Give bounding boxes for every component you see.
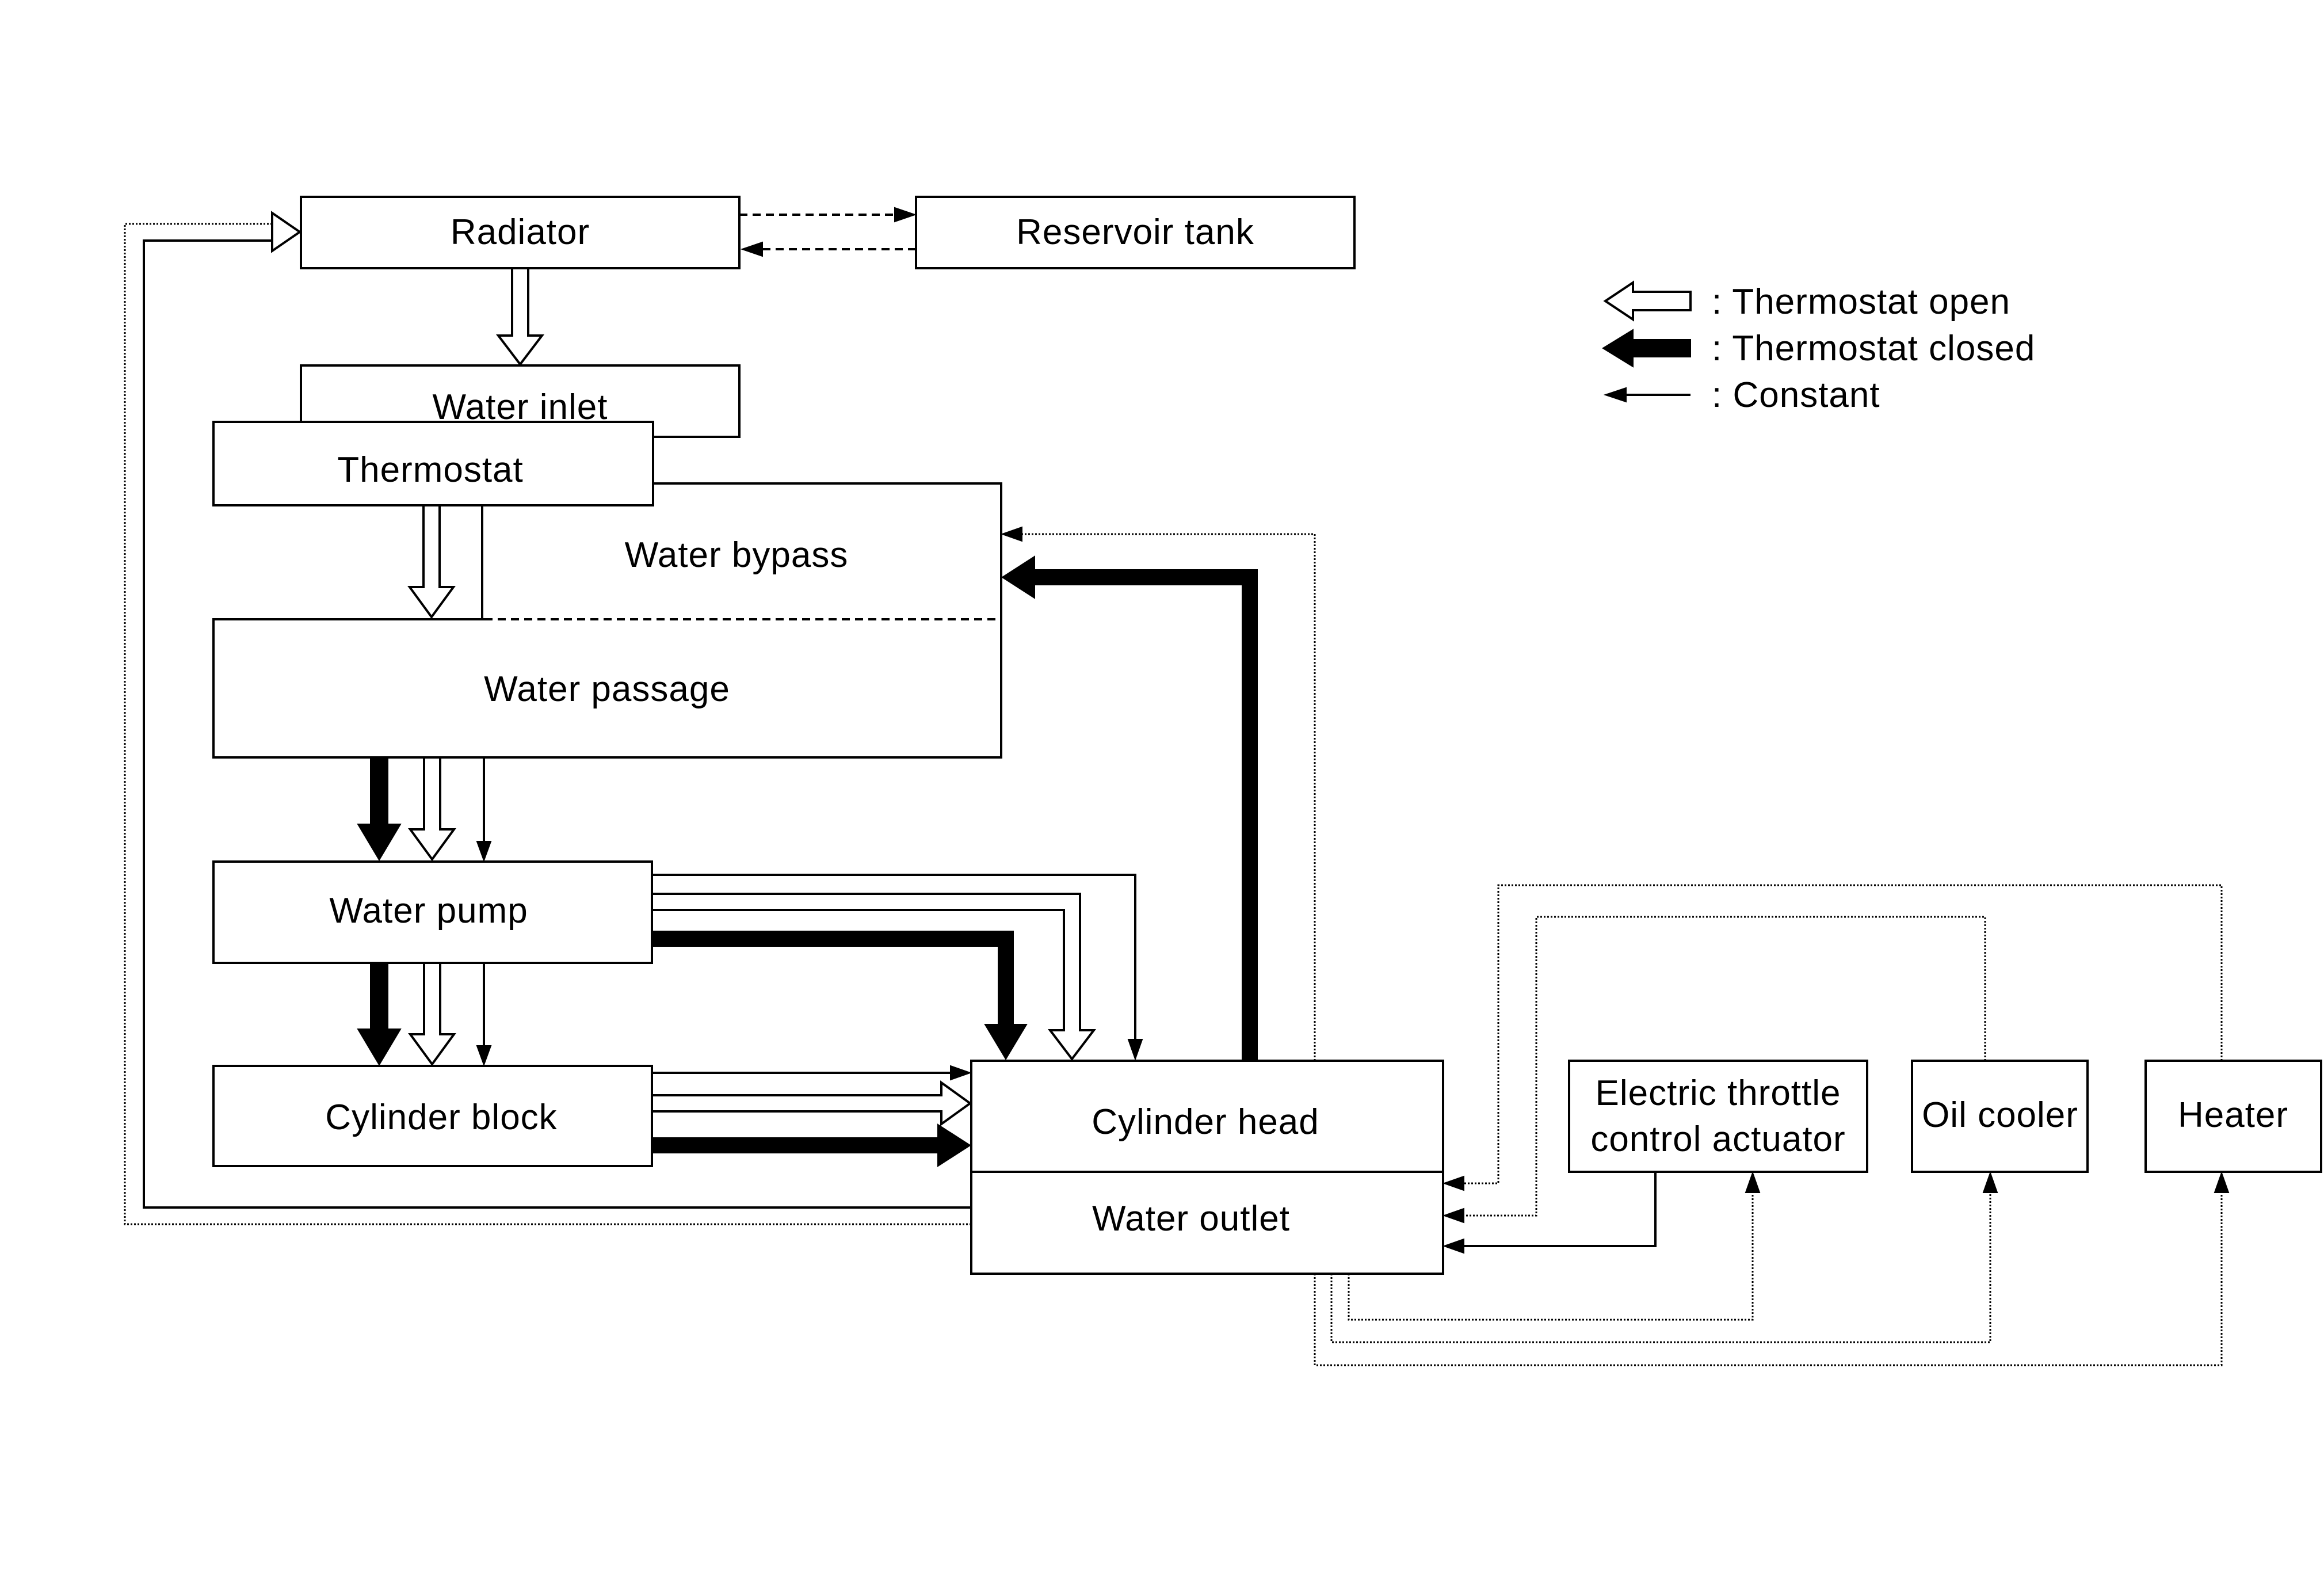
- component-labels: Radiator Reservoir tank Water inlet Ther…: [325, 212, 2288, 1239]
- outlet-to-radiator-outer: [124, 223, 971, 1225]
- block-to-head-flows: [651, 1065, 972, 1167]
- electric-throttle-box: [1568, 1060, 1868, 1173]
- legend-closed-arrow-icon: [1602, 329, 1691, 368]
- legend-constant-label: : Constant: [1712, 375, 1880, 415]
- head-to-bypass-constant-line: [1020, 533, 1316, 1061]
- head-to-bypass-closed-head: [1001, 555, 1035, 599]
- head-to-bypass-constant-head: [1000, 526, 1022, 542]
- pump-to-block-closed-shaft: [370, 962, 388, 1030]
- passage-to-pump-line-head: [476, 841, 492, 862]
- radiator-box: [300, 196, 741, 269]
- legend-closed-label: : Thermostat closed: [1712, 329, 2035, 368]
- thermostat-box: [212, 421, 654, 506]
- component-boxes: [212, 196, 2322, 1275]
- oil-cooler-return-line: [1461, 916, 1986, 1217]
- pump-to-head-line-outer: [652, 874, 1136, 1042]
- electric-throttle-label-2: control actuator: [1590, 1119, 1845, 1159]
- water-outlet-label: Water outlet: [1092, 1199, 1290, 1239]
- heater-label: Heater: [2178, 1095, 2288, 1135]
- pump-to-head-line-outer-head: [1127, 1039, 1143, 1061]
- reservoir-tank-label: Reservoir tank: [1016, 212, 1254, 252]
- passage-to-pump-closed-shaft: [370, 757, 388, 825]
- legend-open-label: : Thermostat open: [1712, 282, 2010, 322]
- radiator-to-inlet-open-arrow: [495, 267, 545, 367]
- head-to-bypass-closed-flow: [1001, 555, 1258, 1061]
- passage-to-pump-flows: [357, 756, 492, 862]
- block-to-head-line-head: [950, 1065, 972, 1081]
- cylinder-head-box: [970, 1060, 1444, 1173]
- oil-cooler-box: [1911, 1060, 2089, 1173]
- legend: : Thermostat open : Thermostat closed : …: [1602, 280, 2035, 415]
- throttle-return-head: [1442, 1238, 1464, 1254]
- water-bypass-outline: [653, 482, 1002, 619]
- heater-box: [2144, 1060, 2322, 1173]
- electric-throttle-label-1: Electric throttle: [1595, 1073, 1841, 1113]
- block-to-head-open-arrow: [651, 1080, 972, 1126]
- throttle-return-line: [1461, 1172, 1657, 1247]
- thermostat-label: Thermostat: [337, 450, 524, 490]
- pump-to-block-open-arrow: [408, 962, 456, 1066]
- outlet-to-oil-cooler-head: [1982, 1171, 1998, 1193]
- outlet-to-throttle-head: [1745, 1171, 1761, 1193]
- heater-return-head: [1442, 1175, 1464, 1191]
- aux-return-flows: [1442, 884, 2223, 1254]
- passage-to-pump-open-arrow: [408, 756, 456, 862]
- water-passage-label: Water passage: [484, 669, 730, 709]
- thermostat-to-passage-open-arrow: [407, 504, 456, 619]
- oil-cooler-return-head: [1442, 1207, 1464, 1224]
- cylinder-block-box: [212, 1065, 653, 1167]
- water-outlet-box: [970, 1171, 1444, 1275]
- reservoir-tank-box: [915, 196, 1356, 269]
- legend-open-arrow-icon: [1603, 280, 1692, 322]
- radiator-reservoir-flow: [739, 207, 917, 257]
- pump-to-block-closed-head: [357, 1029, 402, 1066]
- pump-to-head-flows: [651, 874, 1143, 1061]
- outlet-to-heater-line: [1314, 1191, 2223, 1366]
- outlet-to-aux-flows: [1314, 1171, 2230, 1366]
- head-to-bypass-closed-shaft: [1033, 569, 1258, 1061]
- outlet-to-radiator-inner: [143, 239, 971, 1209]
- cylinder-block-label: Cylinder block: [325, 1098, 557, 1137]
- outlet-to-radiator-head: [271, 211, 302, 253]
- water-pump-label: Water pump: [329, 891, 528, 931]
- pump-to-head-closed-head: [984, 1024, 1028, 1060]
- passage-to-pump-closed-head: [357, 824, 402, 861]
- water-bypass-label: Water bypass: [625, 535, 849, 575]
- arrowhead-to-reservoir: [894, 207, 917, 223]
- arrowhead-to-radiator: [740, 241, 763, 257]
- head-to-bypass-constant-flow: [1000, 526, 1316, 1061]
- oil-cooler-label: Oil cooler: [1922, 1095, 2078, 1135]
- outlet-to-oil-cooler-line: [1330, 1191, 1991, 1343]
- block-to-head-closed-head: [937, 1123, 971, 1167]
- heater-return-line: [1461, 884, 2223, 1184]
- pump-to-head-open-arrow: [651, 893, 1097, 1061]
- pump-to-block-line-head: [476, 1045, 492, 1066]
- pump-to-block-flows: [357, 962, 492, 1066]
- outlet-to-heater-head: [2214, 1171, 2230, 1193]
- legend-constant-arrow-icon: [1603, 387, 1627, 403]
- outlet-to-radiator-open-flow: [124, 211, 971, 1225]
- radiator-label: Radiator: [451, 212, 590, 252]
- pump-to-head-closed-shaft: [652, 931, 1014, 1026]
- cylinder-head-label: Cylinder head: [1092, 1102, 1319, 1142]
- water-passage-box: [212, 618, 1002, 759]
- water-inlet-label: Water inlet: [432, 387, 608, 427]
